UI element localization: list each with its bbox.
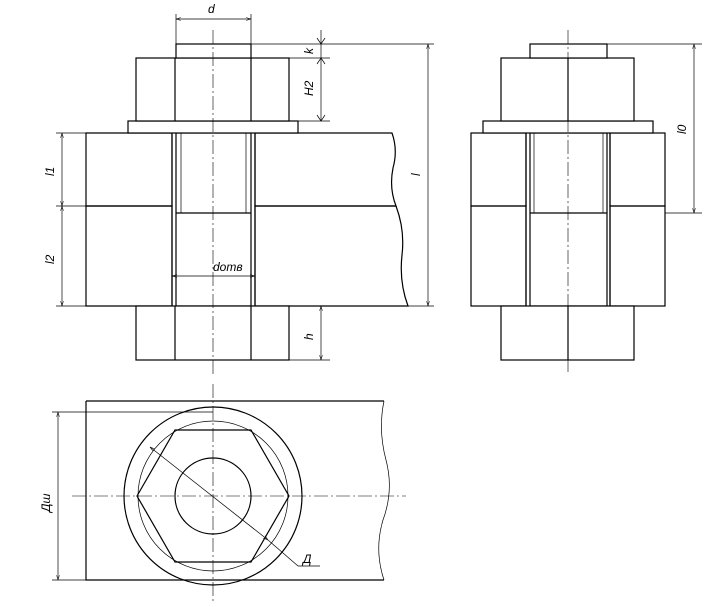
side-bolt-end	[529, 43, 608, 59]
bolt-shank	[175, 132, 252, 307]
dim-l2-label: l2	[43, 254, 57, 264]
side-section-view: l0	[470, 30, 702, 372]
dim-l-label: l	[409, 173, 423, 176]
side-bolt-shank	[529, 132, 608, 307]
nut-top	[135, 57, 290, 122]
side-upper-plate-left	[470, 132, 527, 207]
dim-l0-label: l0	[675, 124, 689, 134]
top-plate-outline	[85, 400, 384, 581]
lower-plate-left	[85, 205, 173, 307]
dim-d-label: d	[208, 2, 215, 16]
lower-plate-right	[254, 205, 409, 307]
dim-Dsh-label: Дш	[39, 494, 53, 514]
dim-dotv-label: dотв	[213, 260, 243, 274]
side-lower-plate-right	[609, 205, 666, 307]
dim-h-label: h	[302, 333, 316, 340]
front-section-view: d k H2 l l1 l2 dотв h	[43, 2, 434, 376]
dim-l1-label: l1	[43, 167, 57, 176]
side-upper-plate-right	[609, 132, 666, 207]
bolt-end	[175, 43, 252, 59]
upper-plate-left	[85, 132, 173, 207]
top-view: Дш Д	[39, 384, 406, 604]
side-lower-plate-left	[470, 205, 527, 307]
dim-k-label: k	[302, 47, 316, 54]
bolt-head	[135, 305, 290, 361]
dim-D-label: Д	[301, 552, 312, 566]
top-plate-break-line	[378, 400, 390, 581]
upper-plate-right	[254, 132, 397, 207]
dim-H2-label: H2	[302, 80, 316, 96]
